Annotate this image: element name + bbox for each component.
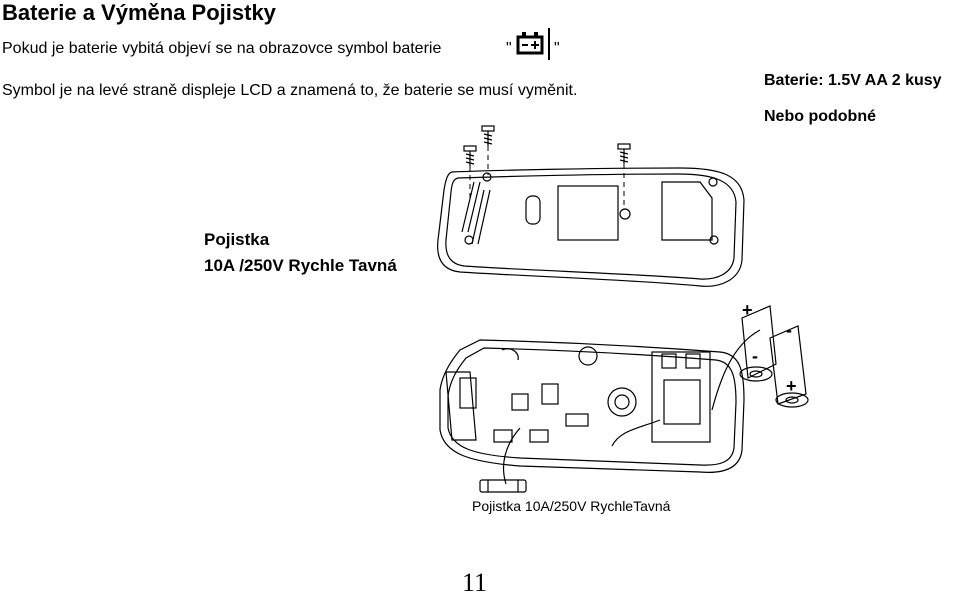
front-housing	[439, 339, 745, 473]
battery-spec: Baterie: 1.5V AA 2 kusy	[764, 72, 942, 89]
instruction-line-2: Symbol je na levé straně displeje LCD a …	[2, 82, 578, 99]
page-title: Baterie a Výměna Pojistky	[2, 0, 276, 25]
quote-open: "	[506, 40, 512, 57]
fuse-rating: 10A /250V Rychle Tavná	[204, 256, 397, 275]
back-cover	[437, 167, 745, 287]
fuse-label: Pojistka	[204, 230, 270, 249]
screw-icon	[617, 143, 631, 164]
fuse-caption: Pojistka 10A/250V RychleTavná	[472, 498, 671, 514]
battery-pointer-line	[711, 329, 761, 411]
screw-icon	[481, 125, 495, 146]
battery-icon	[769, 325, 809, 408]
battery-alternative: Nebo podobné	[764, 108, 876, 125]
instruction-line-1: Pokud je baterie vybitá objeví se na obr…	[2, 40, 442, 57]
battery-icon	[739, 305, 777, 382]
screw-icon	[463, 145, 477, 166]
battery-plus-sign: +	[742, 300, 753, 320]
page-number: 11	[462, 568, 488, 597]
battery-plus-sign: +	[786, 376, 797, 396]
fuse-icon	[479, 427, 527, 493]
battery-minus-sign: -	[752, 346, 758, 366]
battery-symbol-icon	[516, 28, 550, 60]
battery-minus-sign: -	[786, 320, 792, 340]
quote-close: "	[554, 40, 560, 57]
